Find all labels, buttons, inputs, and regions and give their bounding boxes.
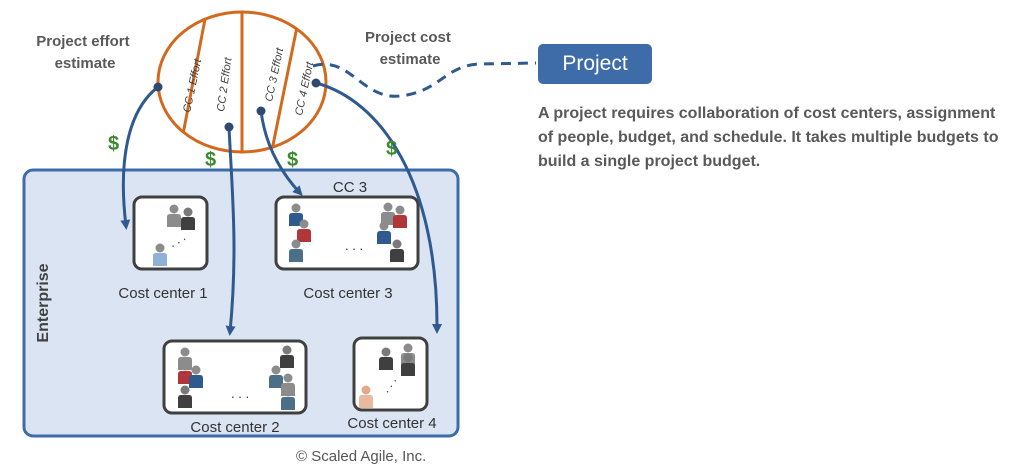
dollar-icon-4: $	[386, 138, 397, 160]
arrow-cc2	[225, 126, 236, 336]
arrow-cc4	[315, 81, 443, 334]
cost-center-3-dots: . . .	[345, 238, 363, 253]
project-link-dashed	[312, 61, 537, 98]
dollar-icon-3: $	[287, 149, 298, 171]
cost-estimate-label: Project cost estimate	[365, 29, 455, 68]
description-text: A project requires collaboration of cost…	[538, 105, 999, 170]
cc3-title: CC 3	[333, 179, 367, 196]
enterprise-label: Enterprise	[35, 263, 52, 342]
cost-center-3-label: Cost center 3	[303, 285, 392, 302]
dollar-icon-1: $	[108, 133, 119, 155]
arrow-cc3	[259, 110, 303, 196]
cc3-origin-dot	[256, 106, 266, 116]
dollar-icon-2: $	[205, 149, 216, 171]
cost-center-4-label: Cost center 4	[347, 415, 436, 432]
effort-estimate-label: Project effort estimate	[36, 33, 134, 72]
cost-center-2-box	[162, 339, 308, 415]
cost-center-1-label: Cost center 1	[118, 285, 207, 302]
arrow-cc1	[120, 85, 159, 230]
cost-center-2-dots: . . .	[231, 386, 249, 401]
cc2-origin-dot	[224, 122, 234, 132]
project-box: Project	[538, 44, 652, 84]
cc1-origin-dot	[153, 82, 163, 92]
cost-center-2-label: Cost center 2	[190, 419, 279, 436]
oval-dividers	[178, 12, 300, 152]
copyright-text: © Scaled Agile, Inc.	[296, 448, 427, 465]
cc4-origin-dot	[311, 78, 321, 88]
